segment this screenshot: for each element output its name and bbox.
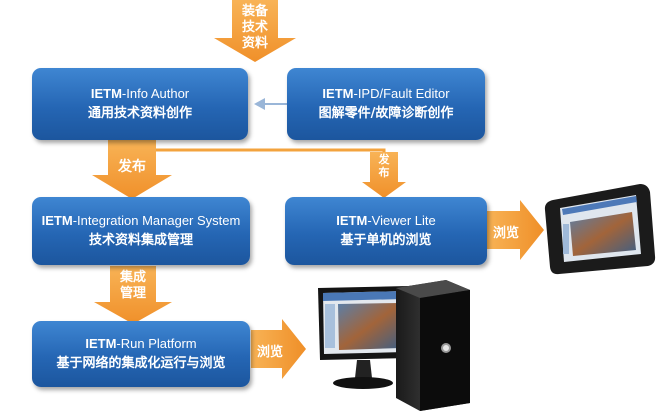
info-author-box: IETM-Info Author 通用技术资料创作 [32, 68, 248, 140]
browse-tablet-arrow [487, 200, 544, 260]
input-arrow [214, 0, 296, 62]
integration-subtitle: 技术资料集成管理 [88, 233, 193, 248]
ipd-editor-subtitle: 图解零件/故障诊断创作 [318, 106, 454, 121]
ipd-editor-title: IETM-IPD/Fault Editor [322, 86, 450, 101]
browse-pc-arrow [251, 319, 306, 379]
desktop-computer-icon [318, 280, 470, 411]
run-platform-box: IETM-Run Platform 基于网络的集成化运行与浏览 [32, 321, 250, 387]
viewer-lite-box: IETM-Viewer Lite 基于单机的浏览 [285, 197, 487, 265]
ipd-editor-box: IETM-IPD/Fault Editor 图解零件/故障诊断创作 [287, 68, 485, 140]
input-arrow-label: 装备 技术 资料 [241, 4, 268, 51]
run-platform-title: IETM-Run Platform [85, 336, 197, 351]
publish-arrow-label: 发布 [118, 159, 146, 175]
publish-side-arrow [362, 152, 406, 198]
info-author-title: IETM-Info Author [90, 86, 190, 101]
integrate-arrow-label: 集成 管理 [119, 270, 146, 301]
viewer-lite-subtitle: 基于单机的浏览 [340, 233, 432, 248]
run-platform-subtitle: 基于网络的集成化运行与浏览 [56, 356, 226, 371]
browse-pc-arrow-label: 浏览 [256, 345, 283, 360]
integration-title: IETM-Integration Manager System [41, 213, 241, 228]
tablet-icon [544, 184, 656, 275]
integration-box: IETM-Integration Manager System 技术资料集成管理 [32, 197, 250, 265]
publish-line [156, 148, 386, 190]
info-author-subtitle: 通用技术资料创作 [87, 106, 192, 121]
integrate-arrow [94, 266, 172, 324]
publish-side-arrow-label: 发 布 [378, 153, 390, 179]
browse-tablet-arrow-label: 浏览 [492, 226, 519, 241]
publish-arrow [92, 140, 172, 199]
viewer-lite-title: IETM-Viewer Lite [336, 213, 436, 228]
